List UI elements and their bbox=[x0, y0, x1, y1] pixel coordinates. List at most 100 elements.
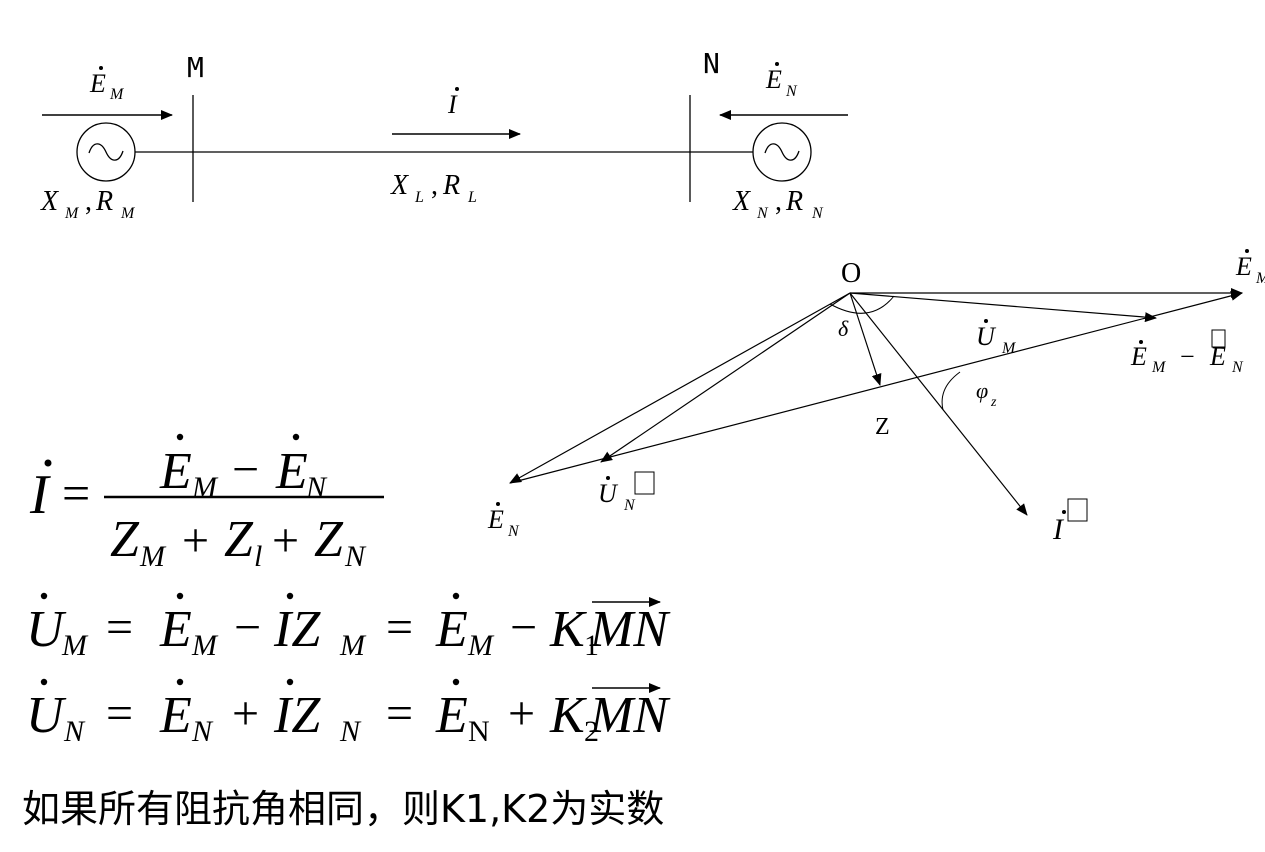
svg-text:Z: Z bbox=[314, 511, 344, 568]
svg-text:N: N bbox=[507, 523, 520, 540]
svg-text:N: N bbox=[305, 471, 328, 504]
svg-text:=: = bbox=[106, 687, 133, 740]
source-m-impedance-label: X M , R M bbox=[40, 186, 136, 222]
svg-text:E: E bbox=[1209, 342, 1226, 371]
svg-text:−: − bbox=[1180, 342, 1195, 371]
i-phasor-label: I bbox=[1052, 498, 1088, 546]
svg-text:−: − bbox=[232, 443, 259, 496]
um-phasor-label: U M bbox=[976, 319, 1017, 357]
svg-text:K: K bbox=[549, 601, 587, 658]
current-label: I bbox=[447, 87, 459, 119]
equation-um: U M = E M − IZ M = E M − K 1 MN bbox=[26, 592, 671, 662]
phasor-i bbox=[849, 292, 1028, 516]
svg-text:N: N bbox=[468, 715, 490, 748]
svg-text:M: M bbox=[1255, 270, 1265, 287]
svg-text:X: X bbox=[390, 170, 409, 201]
em-minus-en-label: E M − E N bbox=[1130, 329, 1244, 376]
svg-text:N: N bbox=[785, 83, 798, 100]
svg-text:E: E bbox=[89, 69, 106, 98]
svg-text:M: M bbox=[191, 629, 219, 662]
svg-text:U: U bbox=[26, 687, 67, 744]
circuit-diagram: M N E M I E N X M , R M X L , R L bbox=[40, 47, 848, 222]
svg-text:E: E bbox=[1235, 252, 1252, 281]
svg-text:N: N bbox=[344, 540, 367, 573]
svg-text:N: N bbox=[63, 715, 86, 748]
svg-text:N: N bbox=[623, 497, 636, 514]
delta-angle-arc bbox=[829, 295, 895, 314]
em-phasor-label: E M bbox=[1235, 249, 1265, 287]
equation-current: I = E M − E N Z M + Z l + Z N bbox=[29, 433, 384, 573]
conclusion-text: 如果所有阻抗角相同，则K1,K2为实数 bbox=[22, 787, 665, 831]
svg-text:l: l bbox=[254, 540, 262, 573]
svg-text:M: M bbox=[61, 629, 89, 662]
svg-text:R: R bbox=[442, 170, 460, 201]
svg-text:=: = bbox=[62, 465, 90, 521]
svg-text:E: E bbox=[159, 601, 192, 658]
svg-text:N: N bbox=[756, 205, 769, 222]
svg-text:M: M bbox=[339, 629, 367, 662]
svg-text:E: E bbox=[487, 505, 504, 534]
svg-text:MN: MN bbox=[589, 687, 671, 744]
svg-text:=: = bbox=[386, 687, 413, 740]
svg-text:U: U bbox=[976, 322, 997, 351]
equation-un: U N = E N + IZ N = E N + K 2 MN bbox=[26, 678, 671, 748]
svg-text:E: E bbox=[435, 687, 468, 744]
svg-text:M: M bbox=[139, 540, 167, 573]
svg-text:E: E bbox=[765, 65, 782, 94]
origin-label: O bbox=[841, 258, 861, 289]
svg-text:+: + bbox=[508, 687, 535, 740]
svg-text:−: − bbox=[234, 601, 261, 654]
svg-text:N: N bbox=[339, 715, 362, 748]
svg-text:MN: MN bbox=[589, 601, 671, 658]
svg-text:I: I bbox=[29, 464, 51, 526]
svg-text:=: = bbox=[386, 601, 413, 654]
svg-text:U: U bbox=[26, 601, 67, 658]
svg-text:z: z bbox=[990, 395, 997, 410]
svg-text:Z: Z bbox=[110, 511, 140, 568]
svg-text:E: E bbox=[275, 443, 308, 500]
svg-text:N: N bbox=[811, 205, 824, 222]
svg-text:N: N bbox=[191, 715, 214, 748]
svg-text:M: M bbox=[1151, 359, 1167, 376]
svg-text:2: 2 bbox=[584, 715, 599, 748]
emf-n-label: E N bbox=[765, 62, 798, 100]
source-n-impedance-label: X N , R N bbox=[732, 186, 824, 222]
un-phasor-label: U N bbox=[598, 471, 655, 514]
phasor-diagram: O E M U M E M − E N δ φ z Z U N bbox=[487, 249, 1265, 546]
svg-text:φ: φ bbox=[976, 378, 988, 403]
svg-text:=: = bbox=[106, 601, 133, 654]
svg-text:M: M bbox=[109, 86, 125, 103]
svg-text:IZ: IZ bbox=[273, 687, 321, 744]
svg-text:X: X bbox=[732, 186, 751, 217]
svg-text:,: , bbox=[85, 186, 92, 217]
phasor-em-minus-en bbox=[509, 290, 1243, 484]
z-phasor-label: Z bbox=[875, 414, 890, 440]
svg-text:+: + bbox=[232, 687, 259, 740]
svg-text:M: M bbox=[467, 629, 495, 662]
svg-text:Z: Z bbox=[224, 511, 254, 568]
phi-angle-arc bbox=[941, 371, 961, 411]
svg-text:I: I bbox=[447, 90, 458, 119]
svg-text:E: E bbox=[435, 601, 468, 658]
phi-label: φ z bbox=[976, 378, 997, 410]
phasor-um bbox=[849, 292, 1157, 323]
svg-text:M: M bbox=[1001, 340, 1017, 357]
line-impedance-label: X L , R L bbox=[390, 170, 477, 206]
phasor-z bbox=[849, 292, 882, 386]
svg-text:−: − bbox=[510, 601, 537, 654]
bus-n-label: N bbox=[703, 47, 720, 80]
svg-text:L: L bbox=[467, 189, 477, 206]
svg-text:,: , bbox=[775, 186, 782, 217]
svg-text:I: I bbox=[1052, 513, 1065, 546]
source-m-symbol bbox=[76, 122, 136, 182]
svg-text:IZ: IZ bbox=[273, 601, 321, 658]
svg-text:E: E bbox=[1130, 342, 1147, 371]
svg-text:R: R bbox=[95, 186, 113, 217]
bus-m-label: M bbox=[187, 51, 204, 84]
svg-text:M: M bbox=[120, 205, 136, 222]
svg-text:N: N bbox=[1231, 359, 1244, 376]
en-phasor-label: E N bbox=[487, 502, 520, 540]
svg-text:R: R bbox=[785, 186, 803, 217]
svg-text:U: U bbox=[598, 479, 619, 508]
